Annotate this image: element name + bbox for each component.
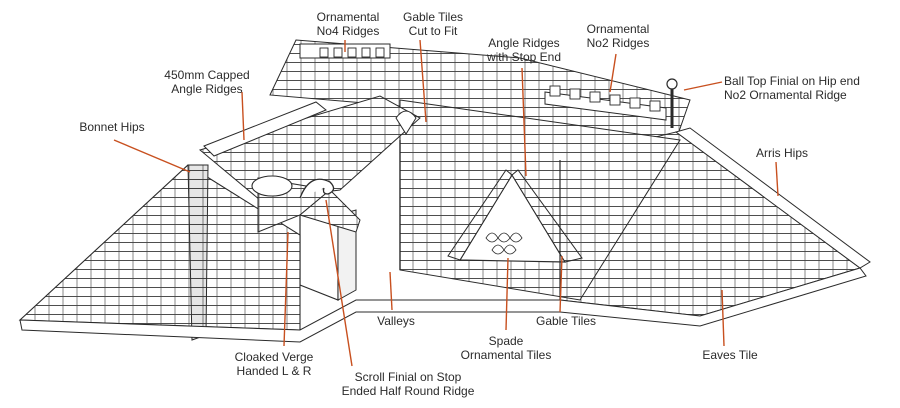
- label-line: Gable Tiles: [535, 314, 597, 328]
- label-arris-hips: Arris Hips: [742, 146, 822, 160]
- leader-spade-tiles: [505, 257, 509, 331]
- leader-arris-hips: [775, 161, 779, 197]
- ornamental-no2-ridge: [544, 85, 667, 121]
- valley-lines: [399, 140, 561, 300]
- leader-bonnet-hips: [113, 139, 191, 173]
- label-line: Angle Ridges: [171, 82, 243, 96]
- scroll-finial: [251, 175, 335, 199]
- label-gable-tiles-cut: Gable Tiles Cut to Fit: [392, 10, 474, 38]
- label-line: Handed L & R: [236, 364, 312, 378]
- label-cloaked-verge: Cloaked Verge Handed L & R: [222, 350, 326, 378]
- eaves-band: [19, 267, 867, 343]
- leader-cloaked-verge: [283, 231, 289, 347]
- label-line: Ended Half Round Ridge: [341, 384, 475, 398]
- label-capped-angle-ridges: 450mm Capped Angle Ridges: [152, 68, 262, 96]
- label-line: No2 Ornamental Ridge: [724, 88, 847, 102]
- label-line: Eaves Tile: [702, 348, 758, 362]
- leader-eaves-tile: [721, 289, 725, 347]
- label-line: No4 Ridges: [316, 24, 380, 38]
- label-scroll-finial: Scroll Finial on Stop Ended Half Round R…: [332, 370, 484, 398]
- label-line: Ornamental: [586, 22, 650, 36]
- label-line: Ball Top Finial on Hip end: [724, 74, 860, 88]
- label-ornamental-no2-ridges: Ornamental No2 Ridges: [572, 22, 664, 50]
- gable-tile-cut: [395, 110, 417, 135]
- label-gable-tiles: Gable Tiles: [524, 314, 608, 328]
- left-rear-slope: [198, 95, 421, 201]
- label-line: Cloaked Verge: [234, 350, 314, 364]
- front-gable-with-spade-tiles: [447, 169, 583, 263]
- label-line: Spade: [488, 334, 524, 348]
- leader-gable-tiles: [559, 255, 563, 313]
- label-line: Ornamental: [316, 10, 380, 24]
- label-angle-ridges-stop-end: Angle Ridges with Stop End: [474, 36, 574, 64]
- label-eaves-tile: Eaves Tile: [690, 348, 770, 362]
- label-line: with Stop End: [486, 50, 562, 64]
- label-line: Arris Hips: [755, 146, 808, 160]
- label-line: Ornamental Tiles: [460, 348, 552, 362]
- leader-scroll-finial: [325, 199, 353, 367]
- spade-tile-cluster: [485, 232, 523, 255]
- label-line: No2 Ridges: [586, 36, 650, 50]
- label-line: Cut to Fit: [408, 24, 458, 38]
- label-line: Angle Ridges: [488, 36, 560, 50]
- leader-angle-stop: [521, 67, 527, 177]
- leader-ornamental-no2: [609, 53, 617, 93]
- leader-valleys: [389, 271, 393, 311]
- leader-capped-angle: [241, 91, 245, 141]
- leader-gable-cut: [419, 39, 427, 123]
- label-valleys: Valleys: [366, 314, 426, 328]
- ball-top-finial: [666, 78, 678, 128]
- label-ball-top-finial: Ball Top Finial on Hip end No2 Ornamenta…: [724, 74, 894, 102]
- label-line: Gable Tiles: [402, 10, 464, 24]
- leader-ball-finial: [683, 81, 723, 91]
- label-bonnet-hips: Bonnet Hips: [62, 120, 162, 134]
- label-spade-ornamental-tiles: Spade Ornamental Tiles: [448, 334, 564, 362]
- leader-lines: [113, 39, 779, 367]
- label-line: Scroll Finial on Stop: [354, 370, 462, 384]
- label-ornamental-no4-ridges: Ornamental No4 Ridges: [300, 10, 396, 38]
- label-line: Valleys: [377, 314, 415, 328]
- label-line: Bonnet Hips: [79, 120, 145, 134]
- label-line: 450mm Capped: [164, 68, 250, 82]
- capped-angle-ridge: [203, 101, 327, 157]
